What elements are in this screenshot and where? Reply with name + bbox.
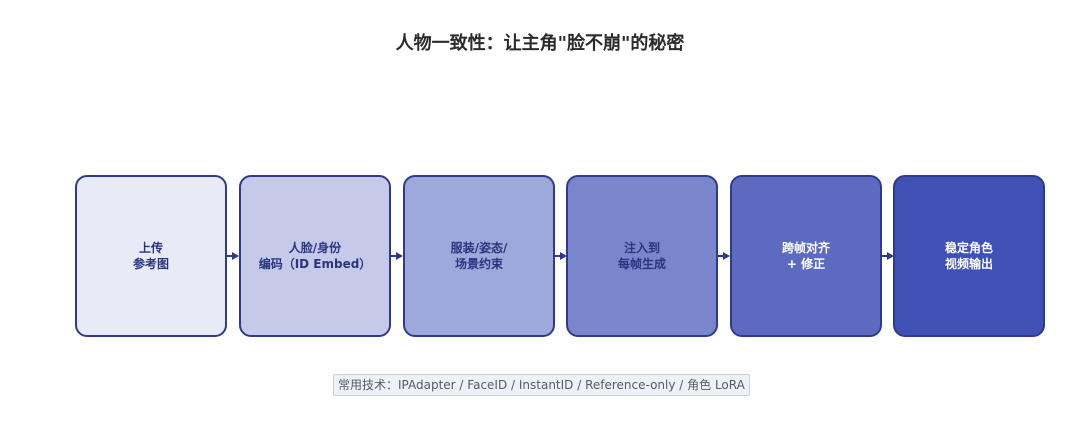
step-label: 稳定角色 视频输出 bbox=[944, 241, 993, 271]
step-label: 人脸/身份 编码（ID Embed） bbox=[258, 241, 372, 271]
step-cross-frame-align: 跨帧对齐 + 修正 bbox=[730, 175, 882, 337]
arrow-right-icon bbox=[554, 252, 567, 260]
arrow-right-icon bbox=[226, 252, 239, 260]
step-label: 跨帧对齐 + 修正 bbox=[781, 241, 830, 271]
arrow-right-icon bbox=[717, 252, 730, 260]
step-stable-video-output: 稳定角色 视频输出 bbox=[893, 175, 1045, 337]
techniques-note: 常用技术：IPAdapter / FaceID / InstantID / Re… bbox=[333, 374, 750, 396]
step-upload-reference: 上传 参考图 bbox=[75, 175, 227, 337]
diagram-title: 人物一致性：让主角"脸不崩"的秘密 bbox=[395, 33, 685, 54]
step-inject-per-frame: 注入到 每帧生成 bbox=[566, 175, 718, 337]
arrow-right-icon bbox=[390, 252, 403, 260]
arrow-right-icon bbox=[881, 252, 894, 260]
step-label: 上传 参考图 bbox=[132, 241, 169, 271]
step-constraints: 服装/姿态/ 场景约束 bbox=[403, 175, 555, 337]
step-face-identity-encoding: 人脸/身份 编码（ID Embed） bbox=[239, 175, 391, 337]
step-label: 注入到 每帧生成 bbox=[617, 241, 666, 271]
step-label: 服装/姿态/ 场景约束 bbox=[450, 241, 508, 271]
